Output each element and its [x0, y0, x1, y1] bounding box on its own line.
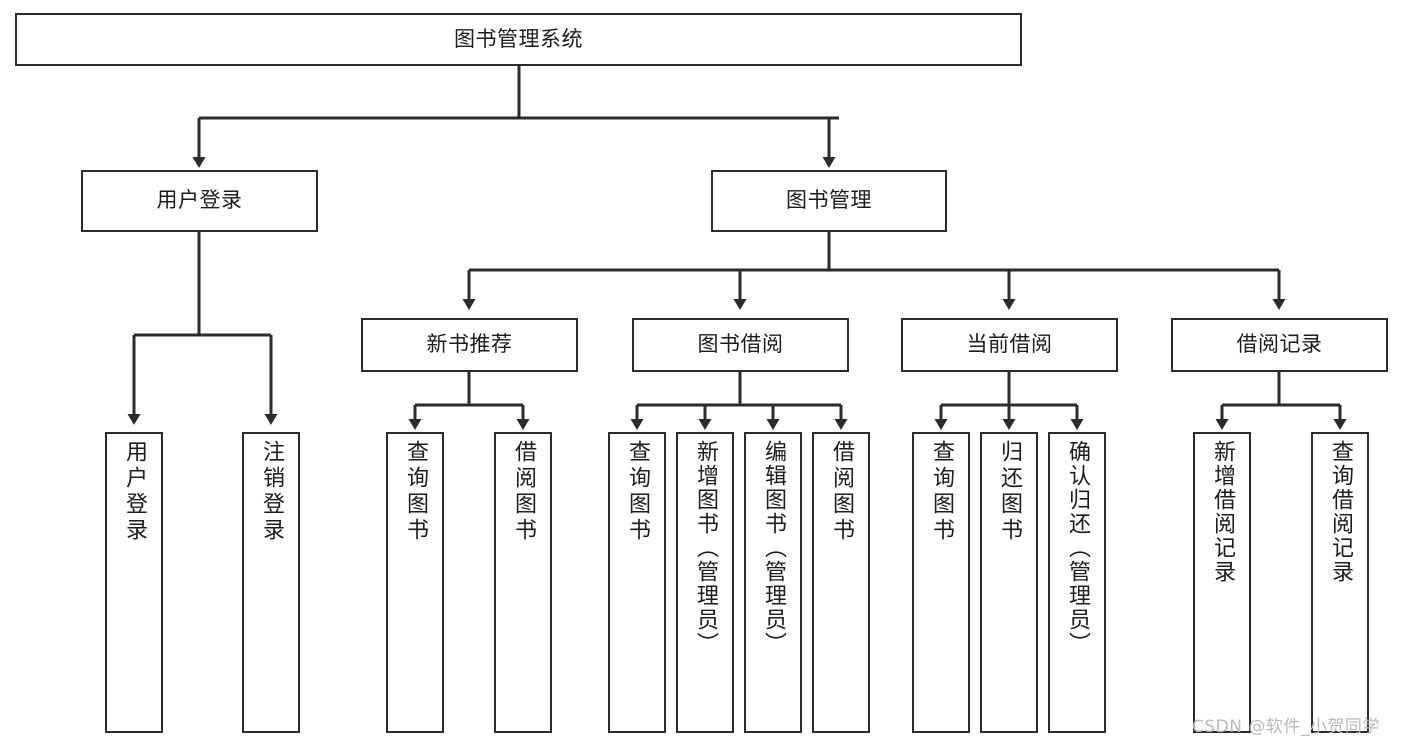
node-leaf-query-book-3-label: 查询图书	[929, 440, 954, 544]
node-leaf-user-login[interactable]: 用户登录	[105, 432, 163, 733]
node-user-login-label: 用户登录	[156, 188, 243, 213]
node-leaf-confirm-return-label: 确认归还（管理员）	[1065, 440, 1090, 656]
node-new-book-rec[interactable]: 新书推荐	[361, 318, 578, 372]
node-leaf-query-book-2-label: 查询图书	[625, 440, 650, 544]
node-root-label: 图书管理系统	[454, 26, 583, 51]
node-leaf-borrow-book-2[interactable]: 借阅图书	[812, 432, 870, 733]
node-book-manage[interactable]: 图书管理	[711, 170, 947, 232]
node-leaf-query-record-label: 查询借阅记录	[1328, 440, 1353, 584]
node-leaf-query-book-2[interactable]: 查询图书	[608, 432, 666, 733]
watermark-text: CSDN @软件_小贺同学	[1192, 717, 1380, 737]
node-borrow-record[interactable]: 借阅记录	[1171, 318, 1388, 372]
node-book-manage-label: 图书管理	[786, 188, 872, 213]
node-leaf-user-login-label: 用户登录	[122, 440, 147, 544]
node-leaf-borrow-book-2-label: 借阅图书	[829, 440, 854, 544]
node-leaf-query-record[interactable]: 查询借阅记录	[1311, 432, 1369, 733]
node-leaf-add-book[interactable]: 新增图书（管理员）	[676, 432, 734, 733]
node-book-borrow[interactable]: 图书借阅	[632, 318, 849, 372]
node-leaf-borrow-book-1-label: 借阅图书	[511, 440, 536, 544]
node-user-login[interactable]: 用户登录	[81, 170, 318, 232]
node-leaf-query-book-1-label: 查询图书	[403, 440, 428, 544]
node-book-borrow-label: 图书借阅	[697, 332, 784, 357]
node-leaf-borrow-book-1[interactable]: 借阅图书	[494, 432, 552, 733]
node-current-borrow-label: 当前借阅	[966, 332, 1053, 357]
node-leaf-user-logout-label: 注销登录	[259, 440, 284, 544]
node-leaf-confirm-return[interactable]: 确认归还（管理员）	[1048, 432, 1106, 733]
node-leaf-return-book-label: 归还图书	[997, 440, 1022, 544]
node-leaf-user-logout[interactable]: 注销登录	[242, 432, 300, 733]
node-current-borrow[interactable]: 当前借阅	[901, 318, 1118, 372]
node-leaf-add-record-label: 新增借阅记录	[1210, 440, 1235, 584]
node-leaf-query-book-1[interactable]: 查询图书	[386, 432, 444, 733]
node-leaf-return-book[interactable]: 归还图书	[980, 432, 1038, 733]
node-borrow-record-label: 借阅记录	[1236, 332, 1323, 357]
node-new-book-rec-label: 新书推荐	[426, 332, 513, 357]
node-leaf-edit-book-label: 编辑图书（管理员）	[761, 440, 786, 656]
node-leaf-add-book-label: 新增图书（管理员）	[693, 440, 718, 656]
node-root[interactable]: 图书管理系统	[15, 13, 1022, 66]
node-leaf-edit-book[interactable]: 编辑图书（管理员）	[744, 432, 802, 733]
node-leaf-add-record[interactable]: 新增借阅记录	[1193, 432, 1251, 733]
node-leaf-query-book-3[interactable]: 查询图书	[912, 432, 970, 733]
